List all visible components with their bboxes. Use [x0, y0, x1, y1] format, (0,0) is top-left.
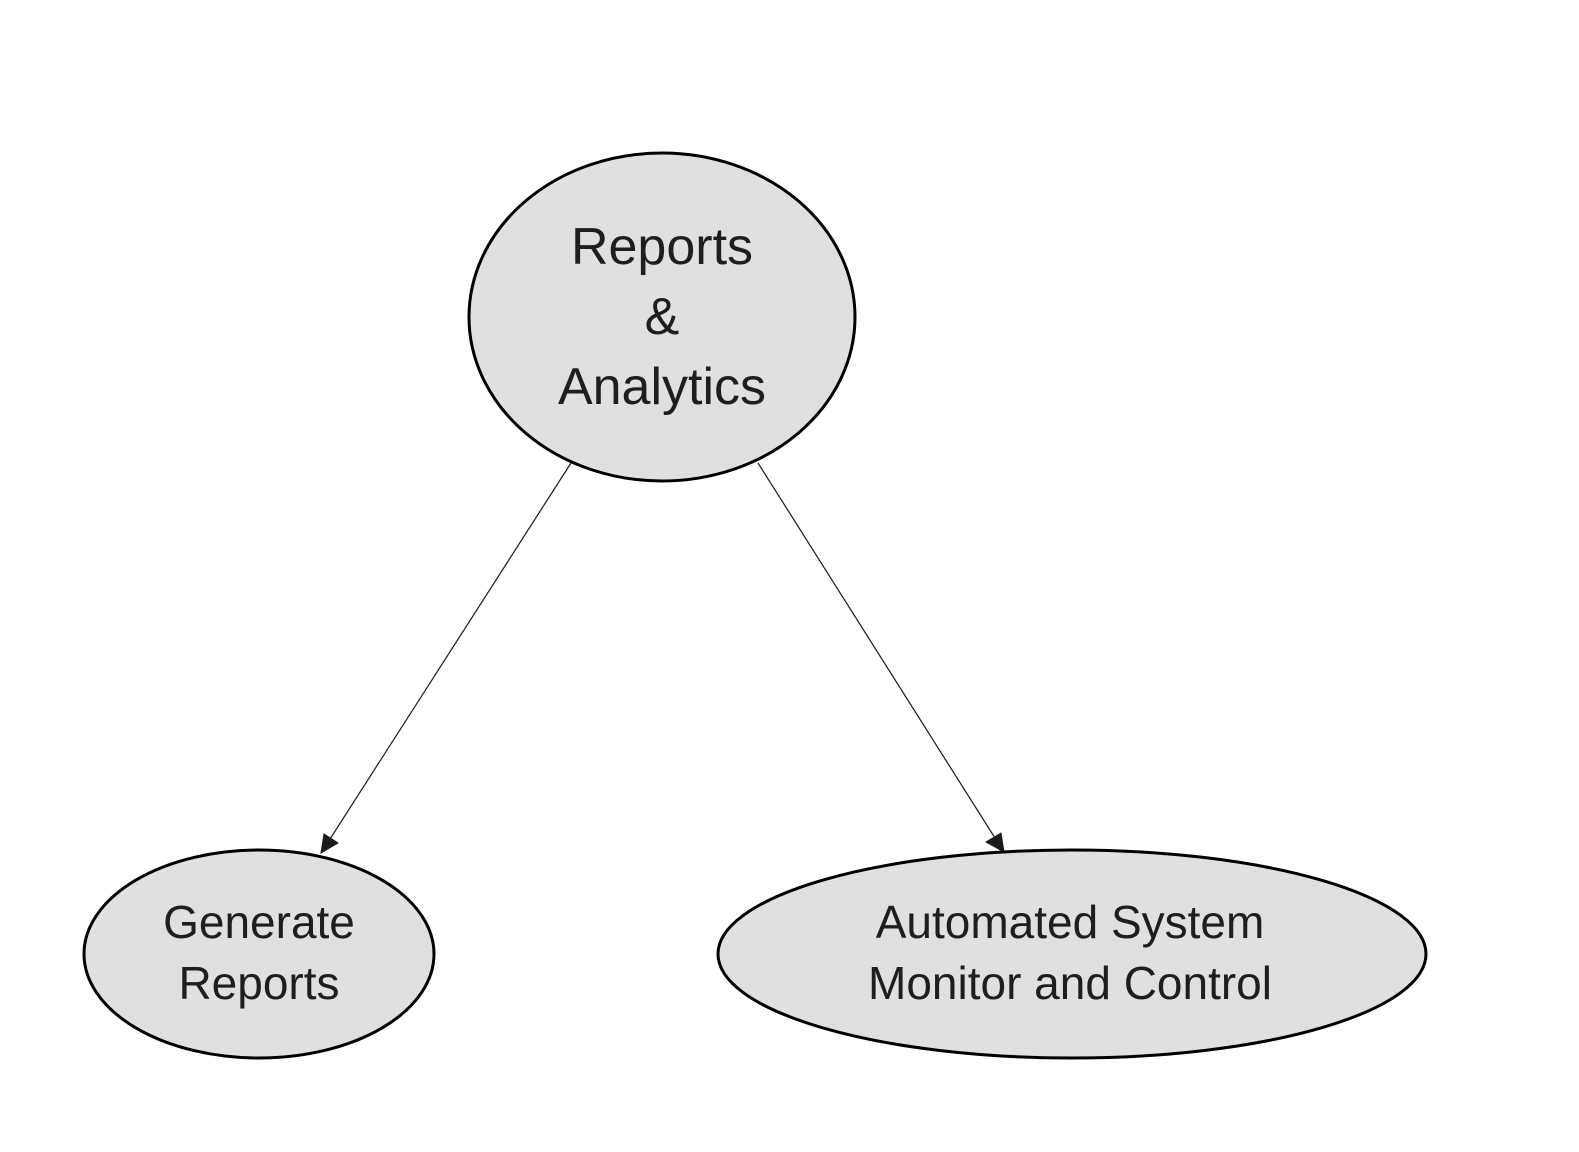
edge-line — [757, 462, 996, 839]
node-generate-reports-shape — [82, 848, 436, 1060]
node-reports-analytics[interactable]: Reports & Analytics — [467, 151, 857, 483]
arrow-head-icon — [320, 833, 339, 854]
node-automated-system-monitor-label-line-2: Monitor and Control — [868, 957, 1272, 1009]
edge-line — [329, 462, 572, 840]
node-reports-analytics-label-line-2: & — [645, 288, 680, 346]
node-automated-system-monitor-label-line-1: Automated System — [876, 896, 1265, 948]
node-generate-reports-label-line-2: Reports — [178, 957, 339, 1009]
edge-root-to-generate — [320, 462, 572, 854]
node-generate-reports-label-line-1: Generate — [163, 896, 355, 948]
node-automated-system-monitor[interactable]: Automated System Monitor and Control — [716, 848, 1428, 1060]
node-reports-analytics-label-line-1: Reports — [571, 218, 753, 276]
node-automated-system-monitor-shape — [716, 848, 1428, 1060]
arrow-head-icon — [985, 832, 1005, 853]
node-reports-analytics-label-line-3: Analytics — [558, 358, 766, 416]
edge-root-to-monitor — [757, 462, 1005, 853]
node-reports-analytics-shape — [467, 151, 857, 483]
node-generate-reports[interactable]: Generate Reports — [82, 848, 436, 1060]
